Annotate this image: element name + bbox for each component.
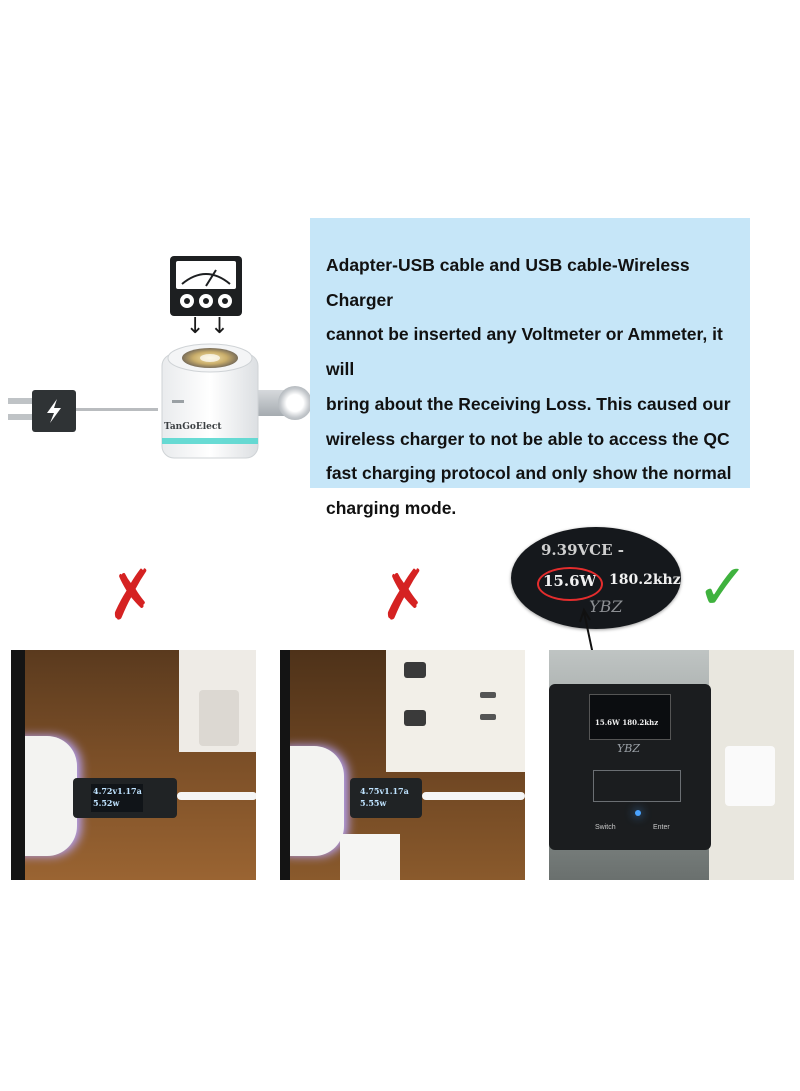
meter-reading-top: 4.75v1.17a xyxy=(360,786,409,796)
charger-body xyxy=(280,746,344,856)
tester-enter-label: Enter xyxy=(653,824,670,831)
socket xyxy=(404,662,426,678)
plug-pin-bottom xyxy=(8,414,32,420)
plug-pin-top xyxy=(8,398,32,404)
phone-edge xyxy=(280,650,290,880)
adapter-white xyxy=(725,746,775,806)
zoom-brand: YBZ xyxy=(589,597,623,616)
usb-adapter xyxy=(199,690,239,746)
wrong-x-icon: ✗ xyxy=(100,555,164,637)
zoom-freq: 180.2khz xyxy=(609,572,681,588)
watch-charging-disc xyxy=(278,386,312,420)
wireless-charger-image: TanGoElect xyxy=(158,340,262,462)
tester-module: 15.6W 180.2khz YBZ Switch Enter xyxy=(549,684,711,850)
power-strip xyxy=(386,650,525,772)
usb-meter: 4.75v1.17a 5.55w xyxy=(350,778,422,818)
socket xyxy=(404,710,426,726)
charger-brand-label: TanGoElect xyxy=(164,422,222,432)
info-panel: Adapter-USB cable and USB cable-Wireless… xyxy=(310,218,750,518)
photo-meter-setup-2: 4.75v1.17a 5.55w xyxy=(280,650,525,880)
tester-switch-label: Switch xyxy=(595,824,616,831)
meter-reading-bottom: 5.52w xyxy=(93,798,120,808)
usb-cable xyxy=(76,408,158,411)
wrong-x-icon: ✗ xyxy=(373,555,437,637)
usb-meter: 4.72v1.17a 5.52w xyxy=(73,778,177,818)
meter-reading-top: 4.72v1.17a xyxy=(93,786,142,796)
usb-cable-white xyxy=(177,792,256,800)
tester-table xyxy=(593,770,681,802)
zoom-line1: 9.39VCE - xyxy=(541,541,624,559)
usb-port xyxy=(480,692,496,698)
info-line: charging mode. xyxy=(326,497,457,518)
tester-brand: YBZ xyxy=(617,742,640,755)
info-line: bring about the Receiving Loss. This cau… xyxy=(326,393,731,414)
plug-icon xyxy=(32,390,76,432)
photo-meter-setup-1: 4.72v1.17a 5.52w xyxy=(11,650,256,880)
correct-check-icon: ✓ xyxy=(696,551,750,625)
analog-meter-icon xyxy=(170,256,242,316)
tester-screen xyxy=(589,694,671,740)
meter-screen xyxy=(91,784,143,812)
usb-cable-white xyxy=(422,792,525,800)
down-arrows-icon: ↓↓ xyxy=(186,314,235,339)
usb-port xyxy=(480,714,496,720)
info-line: fast charging protocol and only show the… xyxy=(326,463,732,484)
highlight-ring xyxy=(537,567,603,601)
usb-adapter-white xyxy=(340,834,400,880)
info-line: wireless charger to not be able to acces… xyxy=(326,428,730,449)
tester-reading: 15.6W 180.2khz xyxy=(595,718,659,727)
photo-tester-setup: 15.6W 180.2khz YBZ Switch Enter xyxy=(549,650,794,880)
meter-reading-bottom: 5.55w xyxy=(360,798,387,808)
phone-edge xyxy=(11,650,25,880)
info-line: Adapter-USB cable and USB cable-Wireless… xyxy=(326,255,690,310)
tester-led xyxy=(635,810,641,816)
info-line: cannot be inserted any Voltmeter or Amme… xyxy=(326,324,723,380)
